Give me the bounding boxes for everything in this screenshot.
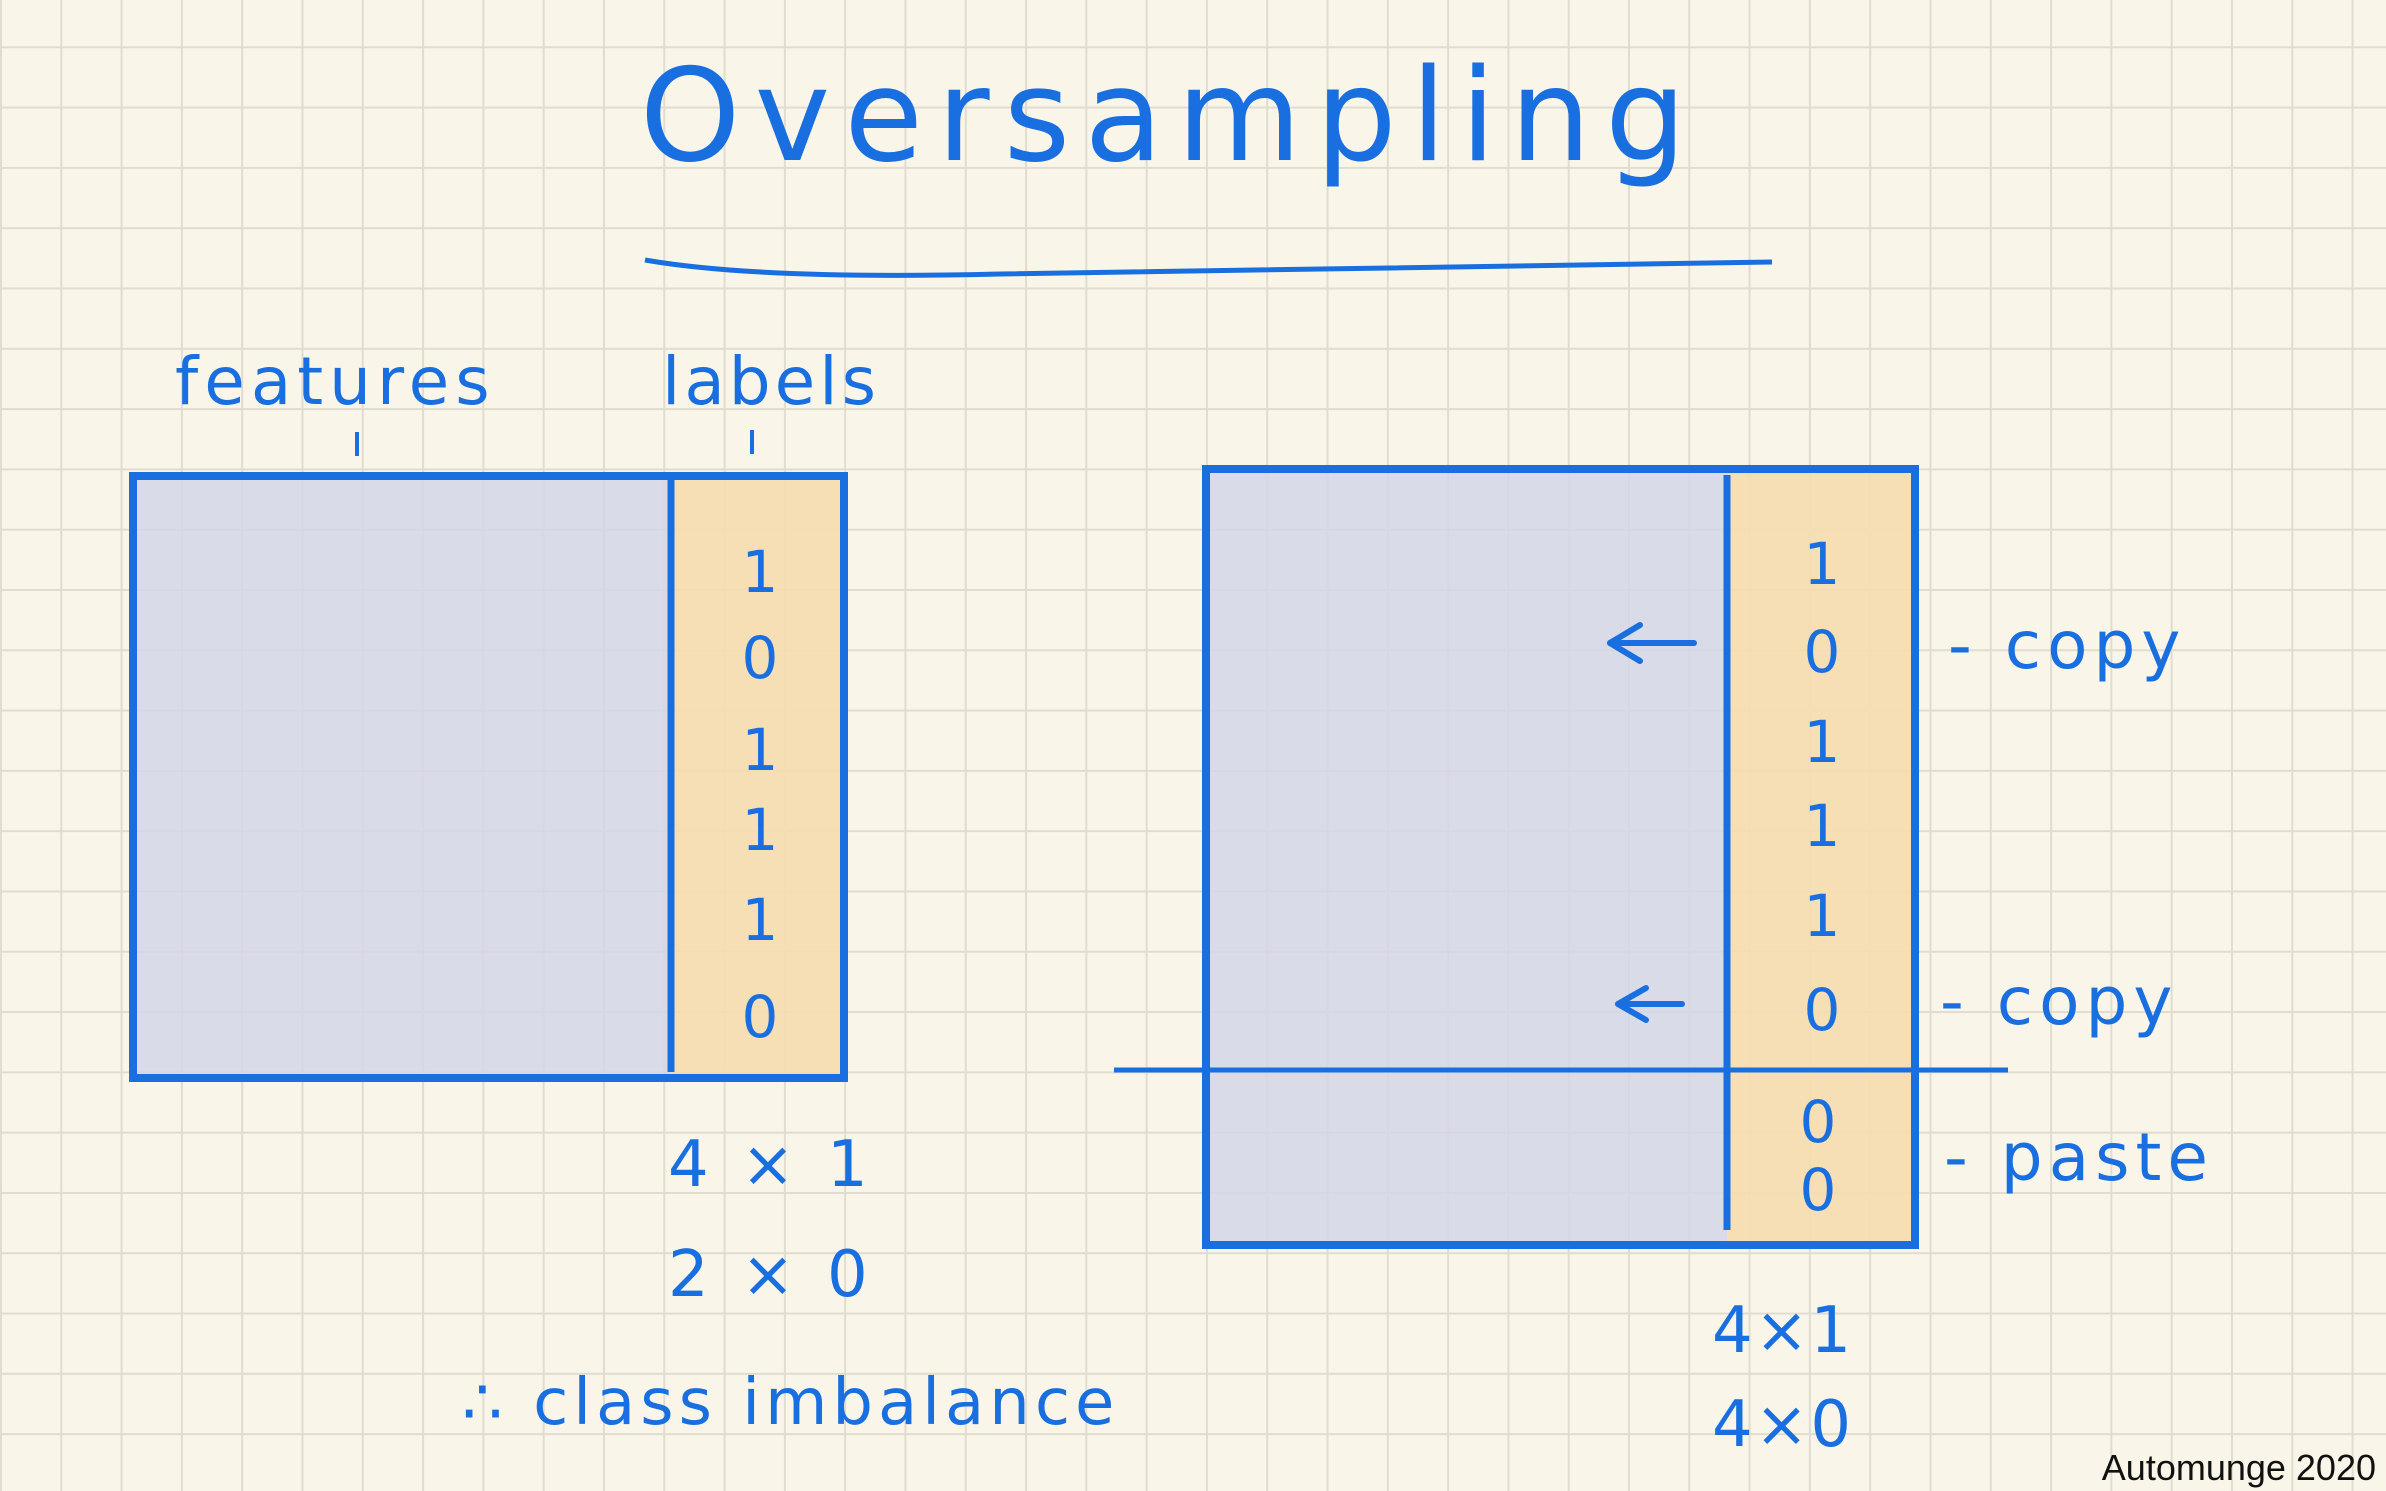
left-label-value: 1 xyxy=(742,716,779,784)
right-label-value: 1 xyxy=(1804,792,1841,860)
copy-arrow-icon xyxy=(1607,622,1697,664)
left-table-border xyxy=(129,472,848,1082)
right-features-block xyxy=(1206,469,1727,1245)
paste-annotation: - paste xyxy=(1944,1119,2214,1196)
left-labels-block xyxy=(671,476,844,1078)
right-dataset-table xyxy=(1114,465,2008,1249)
right-count-ones: 4×1 xyxy=(1712,1294,1853,1368)
right-labels-block xyxy=(1727,469,1915,1245)
left-count-ones: 4 × 1 xyxy=(668,1128,874,1202)
right-label-value: 1 xyxy=(1804,708,1841,776)
features-header: features xyxy=(175,343,496,420)
left-features-block xyxy=(133,476,671,1078)
left-label-value: 0 xyxy=(742,983,779,1051)
class-imbalance-note: ∴ class imbalance xyxy=(462,1366,1119,1440)
right-label-values: 1 0 1 1 1 0 0 0 xyxy=(1800,530,1841,1224)
left-label-value: 1 xyxy=(742,538,779,606)
left-label-value: 1 xyxy=(742,796,779,864)
right-label-value: 1 xyxy=(1804,530,1841,598)
left-label-value: 1 xyxy=(742,886,779,954)
title-underline xyxy=(644,257,1773,278)
diagram-title: Oversampling xyxy=(640,42,1700,191)
credit-text: Automunge 2020 xyxy=(2101,1447,2376,1488)
copy-annotation: - copy xyxy=(1948,607,2186,684)
copy-arrow-icon xyxy=(1615,985,1685,1023)
copy-annotation: - copy xyxy=(1940,963,2178,1040)
left-label-values: 1 0 1 1 1 0 xyxy=(742,538,779,1051)
left-dataset-table xyxy=(129,472,848,1082)
right-label-value: 0 xyxy=(1804,976,1841,1044)
labels-header: labels xyxy=(662,343,880,420)
left-label-value: 0 xyxy=(742,624,779,692)
right-table-border xyxy=(1202,465,1919,1249)
left-count-zeros: 2 × 0 xyxy=(668,1238,874,1312)
pasted-label-value: 0 xyxy=(1800,1156,1837,1224)
right-count-zeros: 4×0 xyxy=(1712,1388,1853,1462)
right-label-value: 0 xyxy=(1804,618,1841,686)
pasted-label-value: 0 xyxy=(1800,1088,1837,1156)
right-label-value: 1 xyxy=(1804,882,1841,950)
